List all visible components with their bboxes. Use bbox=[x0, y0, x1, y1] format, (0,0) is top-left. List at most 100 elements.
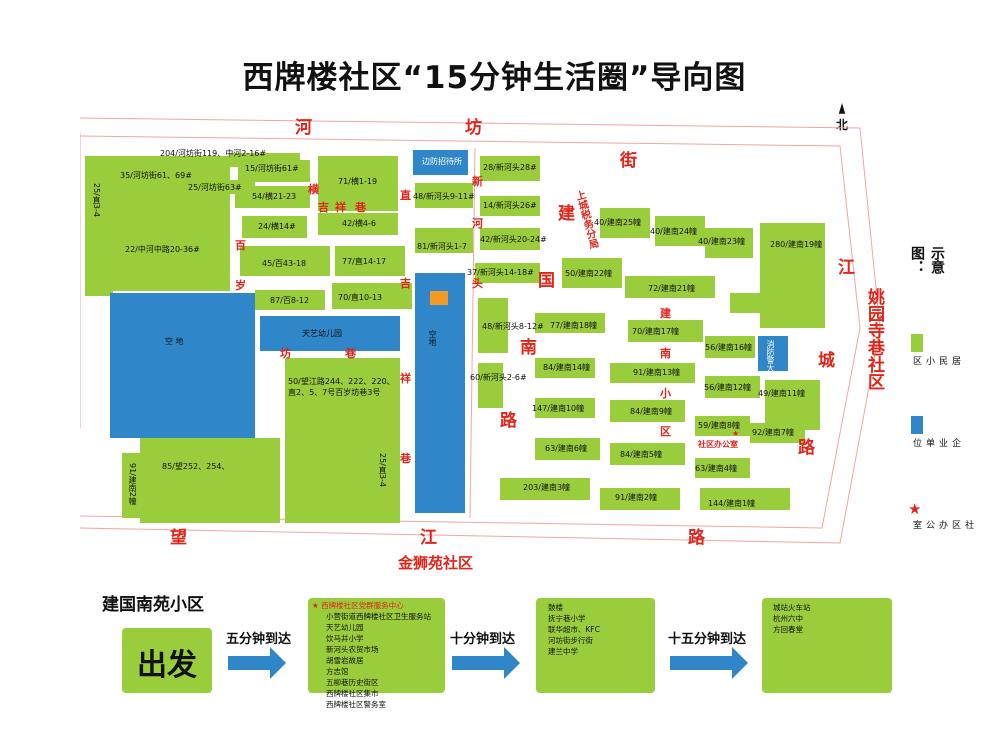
label-25h: 25/河坊街63# bbox=[188, 183, 242, 192]
road-hefang-2: 坊 bbox=[465, 118, 482, 138]
label-28: 28/新河头28# bbox=[483, 163, 537, 172]
lane-ji2: 吉 bbox=[400, 277, 411, 290]
label-63a: 63/建南6幢 bbox=[545, 444, 587, 453]
label-144: 144/建南1幢 bbox=[708, 499, 756, 508]
kindergarten-block bbox=[260, 316, 400, 351]
label-40a: 40/建南25幢 bbox=[594, 218, 642, 227]
label-48a: 48/新河头9-11# bbox=[413, 192, 475, 201]
block-70b bbox=[628, 320, 703, 342]
label-42: 42/横4-6 bbox=[342, 219, 376, 228]
block-70 bbox=[332, 283, 412, 309]
label-40c: 40/建南23幢 bbox=[698, 237, 746, 246]
lane-bai: 百 bbox=[235, 239, 246, 252]
block-40c bbox=[705, 228, 753, 258]
block-91c bbox=[600, 488, 680, 510]
label-84a: 84/建南14幢 bbox=[543, 363, 591, 372]
label-35: 35/河坊街61、69# bbox=[120, 171, 192, 180]
label-border-guesthouse: 边防招待所 bbox=[422, 157, 462, 166]
legend-star-icon: ★ bbox=[908, 500, 922, 518]
label-60: 60/新河头2-6# bbox=[470, 373, 527, 382]
label-office: 社区办公室 bbox=[698, 440, 738, 449]
five-item-1: ★ 西牌楼社区党群服务中心 bbox=[312, 601, 404, 610]
label-40b: 40/建南24幢 bbox=[650, 227, 698, 236]
block-71 bbox=[318, 156, 398, 211]
label-56a: 56/建南16幢 bbox=[705, 343, 753, 352]
fifteen-item-1: 城站火车站 bbox=[773, 603, 811, 612]
label-48b: 48/新河头8-12# bbox=[482, 322, 544, 331]
north-indicator: ▲ 北 bbox=[832, 100, 852, 133]
fifteen-item-2: 杭州六中 bbox=[773, 614, 803, 623]
block-40a bbox=[600, 208, 650, 238]
label-45: 45/百43-18 bbox=[262, 259, 307, 268]
vacant-lot-middle bbox=[415, 273, 465, 513]
lane-ji: 吉 bbox=[318, 201, 329, 214]
label-14: 14/新河头26# bbox=[483, 201, 537, 210]
lane-he2: 河 bbox=[472, 217, 483, 230]
label-jinshiyuan-community: 金狮苑社区 bbox=[398, 554, 474, 572]
five-item-6: 胡雪岩故居 bbox=[326, 656, 364, 665]
block-63a bbox=[535, 438, 600, 460]
arrow-1-icon bbox=[228, 647, 286, 679]
label-22: 22/中河中路20-36# bbox=[125, 245, 200, 254]
block-49 bbox=[765, 380, 820, 430]
ten-item-1: 鼓楼 bbox=[548, 603, 563, 612]
legend-office-label: 社区办公室 bbox=[911, 520, 973, 529]
block-84a bbox=[535, 358, 595, 378]
block-14 bbox=[480, 196, 540, 216]
block-42 bbox=[318, 213, 398, 235]
block-45 bbox=[240, 246, 330, 276]
label-85: 85/望252、254、 bbox=[162, 462, 230, 471]
label-87: 87/百8-12 bbox=[270, 296, 310, 305]
block-42b bbox=[480, 228, 540, 250]
road-hefang-3: 街 bbox=[620, 151, 637, 171]
block-280 bbox=[760, 223, 825, 328]
lane-zhi: 直 bbox=[400, 189, 411, 202]
legend-green-swatch bbox=[911, 334, 923, 352]
arrow-2-icon bbox=[452, 647, 520, 679]
block-203 bbox=[500, 478, 590, 500]
road-jiangcheng-1: 江 bbox=[838, 258, 855, 278]
block-48b bbox=[478, 298, 508, 353]
label-63b: 63/建南4幢 bbox=[695, 464, 737, 473]
five-item-2: 小营街道西牌楼社区卫生服务站 bbox=[326, 612, 431, 621]
north-arrow-icon: ▲ bbox=[838, 100, 846, 116]
road-wangjiang-3: 路 bbox=[688, 528, 705, 548]
lane-sui: 岁 bbox=[235, 279, 246, 292]
label-92: 92/建南7幢 bbox=[752, 428, 794, 437]
block-147 bbox=[535, 398, 595, 418]
road-jianguo-2: 国 bbox=[538, 271, 555, 291]
inner-jian: 建 bbox=[660, 307, 671, 320]
road-jiangcheng-2: 城 bbox=[818, 351, 835, 371]
fire-brigade-block bbox=[758, 336, 788, 371]
north-label: 北 bbox=[835, 118, 848, 132]
label-84c: 84/建南5幢 bbox=[620, 450, 662, 459]
inner-nan: 南 bbox=[660, 347, 671, 360]
start-box: 出发 bbox=[122, 628, 212, 693]
label-91b: 91/建南13幢 bbox=[633, 368, 681, 377]
block-25v bbox=[85, 156, 113, 296]
block-37 bbox=[475, 263, 540, 283]
vacant-lot-left bbox=[110, 293, 255, 438]
block-91v bbox=[122, 453, 144, 518]
ten-item-5: 建兰中学 bbox=[548, 647, 578, 656]
block-40b bbox=[655, 216, 705, 246]
five-min-box bbox=[308, 598, 445, 693]
label-vacant-left: 空 地 bbox=[165, 337, 184, 346]
start-label: 出发 bbox=[137, 648, 197, 683]
block-85 bbox=[140, 438, 280, 523]
label-71: 71/横1-19 bbox=[338, 177, 378, 186]
orange-marker bbox=[430, 291, 448, 305]
label-204: 204/河坊街119、中河2-16# bbox=[160, 149, 267, 158]
border-guesthouse bbox=[413, 150, 468, 175]
block-50b bbox=[562, 258, 622, 288]
block-25v2 bbox=[368, 443, 396, 503]
lane-xiang: 巷 bbox=[345, 347, 356, 360]
label-15: 15/河坊街61# bbox=[245, 164, 299, 173]
fifteen-min-list: 城站火车站 杭州六中 方回春堂 bbox=[773, 602, 811, 635]
label-42b: 42/新河头20-24# bbox=[480, 235, 547, 244]
block-28 bbox=[480, 156, 540, 181]
lane-xiang4: 祥 bbox=[400, 372, 411, 385]
inner-xiao: 小 bbox=[660, 387, 671, 400]
road-hefang-1: 河 bbox=[295, 118, 312, 138]
lane-xin: 新 bbox=[472, 175, 483, 188]
